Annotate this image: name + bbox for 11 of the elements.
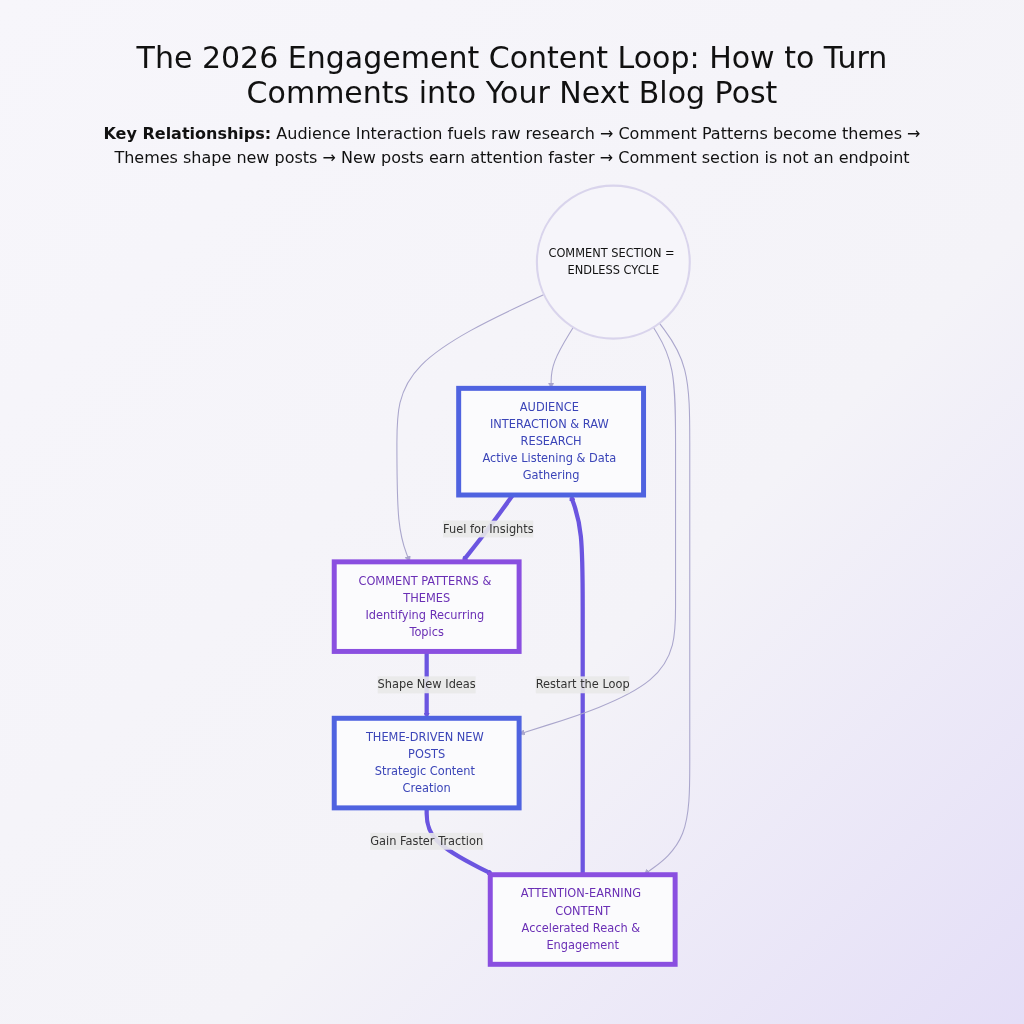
edge-label: Restart the Loop	[535, 677, 630, 692]
node-box: THEME-DRIVEN NEW POSTS Strategic Content Creation	[331, 715, 522, 811]
node-circle: COMMENT SECTION = ENDLESS CYCLE	[535, 184, 691, 340]
edge-label: Shape New Ideas	[377, 677, 476, 692]
edge-label: Gain Faster Traction	[370, 834, 484, 848]
node-box: ATTENTION-EARNING CONTENT Accelerated Reach & Engagement	[487, 872, 678, 967]
title: The 2026 Engagement Content Loop: How to Turn Comments into Your Next Blog Post	[135, 40, 889, 110]
caption: Key Relationships: Audience Interaction fuels raw research → Comment Patterns become themes → Themes shape new posts → New posts earn attention faster → Comment section is not an endpoint	[102, 123, 922, 169]
edge-label: Fuel for Insights	[443, 521, 534, 536]
node-box: AUDIENCE INTERACTION & RAW RESEARCH Active Listening & Data Gathering	[456, 385, 647, 498]
node-box: COMMENT PATTERNS & THEMES Identifying Recurring Topics	[331, 559, 522, 654]
